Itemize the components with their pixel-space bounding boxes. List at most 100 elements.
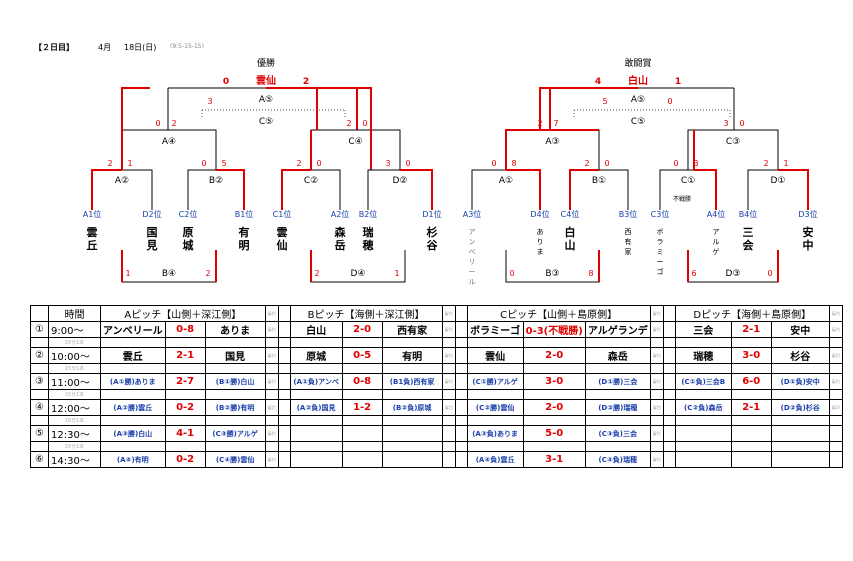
qf-score: 1	[783, 159, 788, 168]
gap-cell	[674, 363, 732, 374]
referee-cell: 審判	[264, 373, 279, 390]
team-name: 三	[743, 226, 754, 239]
gap-cell	[277, 389, 291, 400]
gap-cell	[522, 441, 586, 452]
qf-score: 2	[296, 159, 301, 168]
gap-row: 15分1本	[30, 389, 843, 400]
gap-cell	[289, 337, 343, 348]
final-right-score: 0	[667, 97, 672, 106]
divider-cell	[277, 321, 291, 338]
gap-row: 15分1本	[30, 415, 843, 426]
header-pitch-a: Aピッチ【山側＋深江側】	[100, 305, 266, 322]
match-score: 0-8	[164, 321, 206, 338]
team-name: ゲ	[713, 247, 720, 256]
semi-label: A④	[162, 137, 176, 147]
gap-cell	[454, 415, 468, 426]
header-blank	[30, 305, 49, 322]
referee-cell: 審判	[649, 321, 664, 338]
team-home: アンベリール	[100, 321, 166, 338]
gap-cell	[662, 363, 676, 374]
bracket-title: 優勝	[257, 57, 275, 69]
gap-cell	[522, 415, 586, 426]
referee-cell: 審判	[649, 399, 664, 416]
qf-line-winner	[694, 169, 717, 210]
champion-name: 白山	[628, 74, 648, 87]
divider-cell	[662, 373, 676, 390]
team-away: (D②負)杉谷	[770, 399, 830, 416]
team-home: (A④)有明	[100, 451, 166, 468]
gap-cell	[100, 415, 166, 426]
divider-cell	[277, 373, 291, 390]
seed-label: A1位	[83, 209, 102, 219]
team-name: 山	[565, 238, 576, 252]
match-score: 0-3(不戦勝)	[522, 321, 586, 338]
gap-cell	[289, 389, 343, 400]
match-number: ③	[30, 373, 49, 390]
gap-cell	[264, 337, 279, 348]
qf-score: 3	[385, 159, 390, 168]
gap-cell	[662, 441, 676, 452]
seed-label: A3位	[463, 209, 482, 219]
match-score	[730, 425, 772, 442]
qf-label: A②	[115, 176, 129, 186]
gap-cell	[454, 441, 468, 452]
gap-cell	[204, 415, 266, 426]
bracket-title: 敢闘賞	[624, 57, 651, 69]
referee-cell: 審判	[264, 321, 279, 338]
gap-row: 15分1本	[30, 363, 843, 374]
team-name: 城	[183, 238, 194, 252]
qf-score: 8	[511, 159, 516, 168]
match-score: 2-0	[522, 347, 586, 364]
consolation-label: D③	[726, 269, 741, 279]
team-home: (A①負)アンベ	[289, 373, 343, 390]
gap-cell	[100, 389, 166, 400]
month-label: 4月	[98, 43, 112, 52]
divider-cell	[454, 321, 468, 338]
final-line-winner	[266, 87, 358, 130]
team-name: 安	[803, 225, 814, 239]
semi-score: 3	[723, 119, 728, 128]
header-pitch-d: Dピッチ【海側＋島原側】	[674, 305, 830, 322]
qf-label: B②	[209, 176, 223, 186]
team-away: アルゲランデ	[584, 321, 651, 338]
qf-score: 0	[673, 159, 678, 168]
gap-cell	[454, 389, 468, 400]
day-label: 【２日目】	[34, 43, 74, 52]
semi-score: 2	[537, 119, 542, 128]
consolation-label: B③	[545, 269, 559, 279]
divider-cell	[662, 305, 676, 322]
consolation-score: 6	[691, 269, 696, 278]
gap-cell	[277, 441, 291, 452]
match-score: 0-2	[164, 399, 206, 416]
semi-line-winner	[121, 87, 150, 130]
gap-cell	[730, 415, 772, 426]
gap-cell	[341, 363, 383, 374]
final-match-label: A⑤	[259, 95, 273, 105]
gap-cell	[662, 415, 676, 426]
divider-cell	[454, 451, 468, 468]
qf-label: B①	[592, 176, 606, 186]
seed-label: A4位	[707, 209, 726, 219]
gap-blank	[30, 337, 49, 348]
gap-row: 15分1本	[30, 441, 843, 452]
qf-label: A①	[499, 176, 513, 186]
seed-label: D3位	[798, 209, 817, 219]
divider-cell	[662, 451, 676, 468]
consolation-label: B④	[162, 269, 176, 279]
team-home: (A③負)ありま	[466, 425, 524, 442]
gap-cell	[441, 441, 456, 452]
gap-cell	[828, 389, 843, 400]
final-score-right: 1	[675, 77, 681, 87]
gap-cell	[674, 389, 732, 400]
divider-cell	[662, 347, 676, 364]
qf-score: 0	[201, 159, 206, 168]
gap-cell	[770, 441, 830, 452]
team-name: 森	[335, 225, 347, 239]
match-number: ⑥	[30, 451, 49, 468]
team-away: (C④勝)雲仙	[204, 451, 266, 468]
team-name: 中	[803, 238, 814, 252]
header-referee: 審判	[649, 305, 664, 322]
qf-label: C①	[681, 176, 695, 186]
